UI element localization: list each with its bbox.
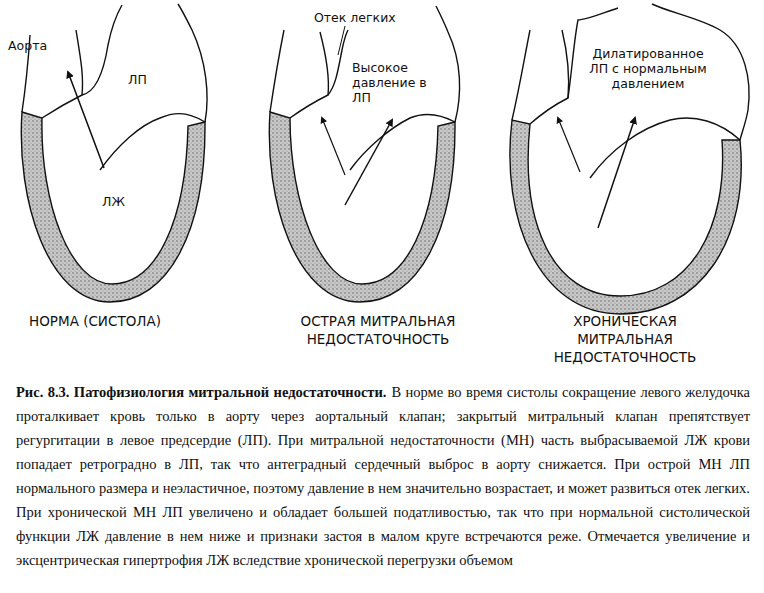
aorta — [512, 30, 530, 120]
mitral-valve — [590, 118, 740, 178]
mitral-valve — [350, 114, 455, 170]
aorta — [42, 30, 83, 118]
left-atrium — [436, 6, 460, 122]
caption-text: В норме во время систолы сокращение лево… — [16, 384, 750, 568]
aorta — [270, 30, 284, 112]
flow-arrow — [558, 118, 580, 172]
panel-title: ОСТРАЯ МИТРАЛЬНАЯ НЕДОСТАТОЧНОСТЬ — [278, 312, 478, 348]
part-name: ЛП — [128, 72, 168, 87]
aorta — [290, 32, 329, 118]
chronic-mr-heart — [510, 4, 749, 314]
callout-note: Высокое давление в ЛП — [352, 60, 438, 105]
lv-wall — [269, 112, 455, 302]
lv-wall — [510, 120, 741, 314]
normal-heart — [21, 4, 207, 302]
figure-caption: Рис. 8.3. Патофизиология митральной недо… — [16, 380, 750, 572]
acute-mr-heart — [269, 6, 459, 302]
part-name: Отек легких — [314, 10, 424, 25]
flow-arrow — [68, 72, 104, 168]
part-name: ЛЖ — [102, 194, 142, 209]
panel-title: ХРОНИЧЕСКАЯ МИТРАЛЬНАЯ НЕДОСТАТОЧНОСТЬ — [530, 312, 720, 366]
flow-arrow — [322, 118, 345, 175]
lv-wall — [21, 112, 205, 302]
mitral-valve — [100, 114, 205, 170]
panel-title: НОРМА (СИСТОЛА) — [6, 312, 184, 330]
figure-title: Рис. 8.3. Патофизиология митральной недо… — [16, 384, 386, 400]
part-name: Аорта — [8, 38, 68, 53]
left-atrium — [178, 4, 207, 122]
aorta — [530, 30, 569, 124]
regurgitation-arrow — [345, 120, 392, 205]
leader-line — [338, 26, 345, 55]
regurgitation-arrow — [598, 118, 635, 228]
left-atrium — [82, 5, 122, 95]
callout-note: Дилатированное ЛП с нормальным давлением — [588, 46, 708, 91]
left-atrium — [328, 30, 348, 95]
